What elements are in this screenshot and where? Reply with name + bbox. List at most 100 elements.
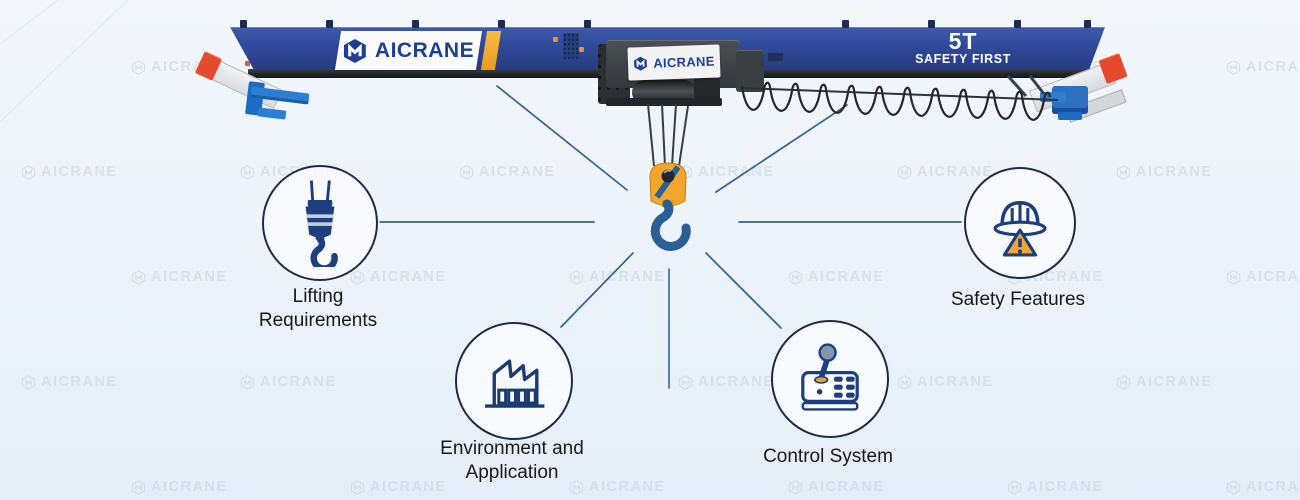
aicrane-watermark: AICRANE — [131, 59, 228, 75]
right-wheel-arm — [1040, 92, 1066, 102]
left-end-carriage — [203, 57, 283, 109]
node-label-lifting-requirements: Lifting Requirements — [258, 286, 378, 331]
aicrane-watermark: AICRANE — [131, 269, 228, 285]
beam-vent-grid — [563, 33, 579, 60]
connector-line-upper-left — [496, 85, 628, 191]
beam-lug — [584, 20, 591, 28]
aicrane-watermark: AICRANE — [1226, 269, 1300, 285]
right-wheel-bracket — [1052, 86, 1088, 114]
watermark-hexagon-icon — [1226, 479, 1241, 495]
watermark-hexagon-icon — [788, 59, 803, 75]
hook-ropes — [647, 103, 689, 167]
node-circle-control-system — [771, 320, 889, 438]
node-circle-safety-features — [964, 167, 1076, 279]
aicrane-watermark: AICRANE — [897, 374, 994, 390]
watermark-hexagon-icon — [21, 164, 36, 180]
watermark-hexagon-icon — [240, 164, 255, 180]
aicrane-watermark: AICRANE — [788, 59, 885, 75]
beam-lug — [412, 20, 419, 28]
watermark-hexagon-icon — [1007, 269, 1022, 285]
aicrane-watermark: AICRANE — [678, 374, 775, 390]
right-bumper — [1098, 52, 1128, 85]
watermark-hexagon-icon — [350, 269, 365, 285]
beam-plate — [768, 53, 783, 61]
aicrane-watermark: AICRANE — [21, 374, 118, 390]
aicrane-watermark: AICRANE — [350, 479, 447, 495]
watermark-hexagon-icon — [897, 164, 912, 180]
watermark-hexagon-icon — [131, 479, 146, 495]
festoon-cable-loops — [740, 81, 1052, 121]
aicrane-watermark: AICRANE — [569, 269, 666, 285]
beam-lug — [842, 20, 849, 28]
aicrane-watermark: AICRANE — [678, 164, 775, 180]
aicrane-watermark: AICRANE — [131, 479, 228, 495]
beam-accent-stripe — [480, 31, 502, 70]
beam-lug — [326, 20, 333, 28]
aicrane-watermark: AICRANE — [459, 164, 556, 180]
beam-lug — [240, 20, 247, 28]
aicrane-watermark: AICRANE — [1226, 59, 1300, 75]
aicrane-watermark: AICRANE — [1007, 59, 1104, 75]
hoist-base-frame — [606, 98, 722, 106]
watermark-hexagon-icon — [678, 164, 693, 180]
hoist-drum-housing — [694, 78, 720, 106]
right-carriage-struts — [1006, 74, 1046, 98]
crane-main-girder — [230, 27, 1105, 70]
left-wheel-bracket — [245, 81, 265, 116]
helmet-warning-icon — [993, 200, 1047, 257]
aicrane-watermark: AICRANE — [788, 269, 885, 285]
node-label-environment-application: Environment and Application — [440, 438, 584, 483]
left-wheel-foot — [257, 107, 287, 120]
hoist-frame-arm — [736, 50, 764, 92]
aicrane-hexagon-logo-icon — [344, 38, 367, 63]
beam-lug — [1014, 20, 1021, 28]
watermark-hexagon-icon — [1116, 374, 1131, 390]
beam-logo-panel: AICRANE — [334, 31, 483, 70]
watermark-hexagon-icon — [569, 479, 584, 495]
background-texture-lines — [0, 0, 129, 123]
connector-line-lower-left — [560, 252, 634, 328]
right-carriage-plate — [1065, 89, 1127, 123]
aicrane-watermark: AICRANE — [1116, 374, 1213, 390]
node-label-control-system: Control System — [763, 446, 893, 467]
watermark-hexagon-icon — [678, 374, 693, 390]
hoist-body — [606, 40, 740, 88]
watermark-hexagon-icon — [569, 59, 584, 75]
watermark-hexagon-icon — [1226, 269, 1241, 285]
beam-logo-text: AICRANE — [375, 38, 475, 62]
left-bumper — [194, 51, 223, 81]
aicrane-watermark: AICRANE — [788, 479, 885, 495]
left-wheel-arm — [250, 86, 310, 105]
connector-line-upper-right — [715, 104, 848, 193]
capacity-block: 5T SAFETY FIRST — [895, 28, 1031, 67]
watermark-hexagon-icon — [897, 374, 912, 390]
watermark-hexagon-icon — [350, 479, 365, 495]
watermark-hexagon-icon — [459, 164, 474, 180]
hoist-rope-drum — [632, 80, 696, 105]
connector-line-lower-right — [705, 252, 782, 329]
watermark-hexagon-icon — [1226, 59, 1241, 75]
watermark-hexagon-icon — [131, 269, 146, 285]
node-circle-lifting-requirements — [262, 165, 378, 281]
beam-indicator-dot — [245, 61, 250, 66]
watermark-hexagon-icon — [240, 374, 255, 390]
beam-lug — [928, 20, 935, 28]
watermark-hexagon-icon — [1116, 164, 1131, 180]
aicrane-watermark: AICRANE — [1007, 479, 1104, 495]
watermark-hexagon-icon — [788, 479, 803, 495]
watermark-hexagon-icon — [350, 59, 365, 75]
aicrane-watermark: AICRANE — [350, 269, 447, 285]
watermark-hexagon-icon — [1007, 59, 1022, 75]
node-label-safety-features: Safety Features — [950, 289, 1086, 310]
hook-pulley — [661, 169, 675, 183]
watermark-hexagon-icon — [131, 59, 146, 75]
festoon-support-wire — [741, 87, 1059, 101]
capacity-label: 5T — [948, 28, 978, 54]
hoist-side-unit — [598, 44, 630, 104]
aicrane-watermark: AICRANE — [350, 59, 447, 75]
